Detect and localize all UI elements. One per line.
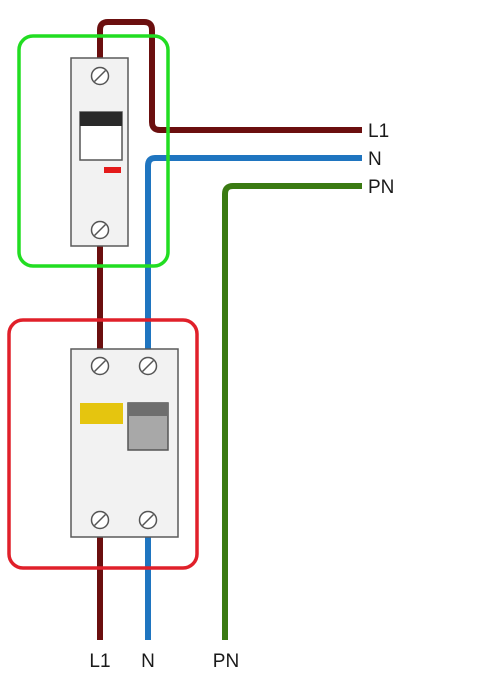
neutral-wire-top [145,155,362,350]
wire-label-n-bottom: N [141,651,155,672]
rcd-test-button [80,403,123,424]
circuit-breaker-frame [17,34,170,268]
mcb-trip-indicator [104,167,121,173]
rcd-frame [7,318,199,570]
wire-label-n-right: N [368,149,382,170]
wire-label-l1-bottom: L1 [89,651,110,672]
screw-icon [90,220,110,240]
mcb-icon [70,57,129,247]
screw-icon [138,356,158,376]
screw-icon [90,66,110,86]
screw-icon [90,510,110,530]
earth-wire [222,183,362,640]
wire-label-pn-bottom: PN [213,651,239,672]
rcd-icon [70,348,179,538]
screw-icon [138,510,158,530]
wire-label-pn-right: PN [368,177,394,198]
phase-wire-top [97,19,362,133]
rcd-lever-top [128,403,168,416]
mcb-toggle-handle [80,112,122,126]
wire-label-l1-right: L1 [368,121,389,142]
screw-icon [90,356,110,376]
